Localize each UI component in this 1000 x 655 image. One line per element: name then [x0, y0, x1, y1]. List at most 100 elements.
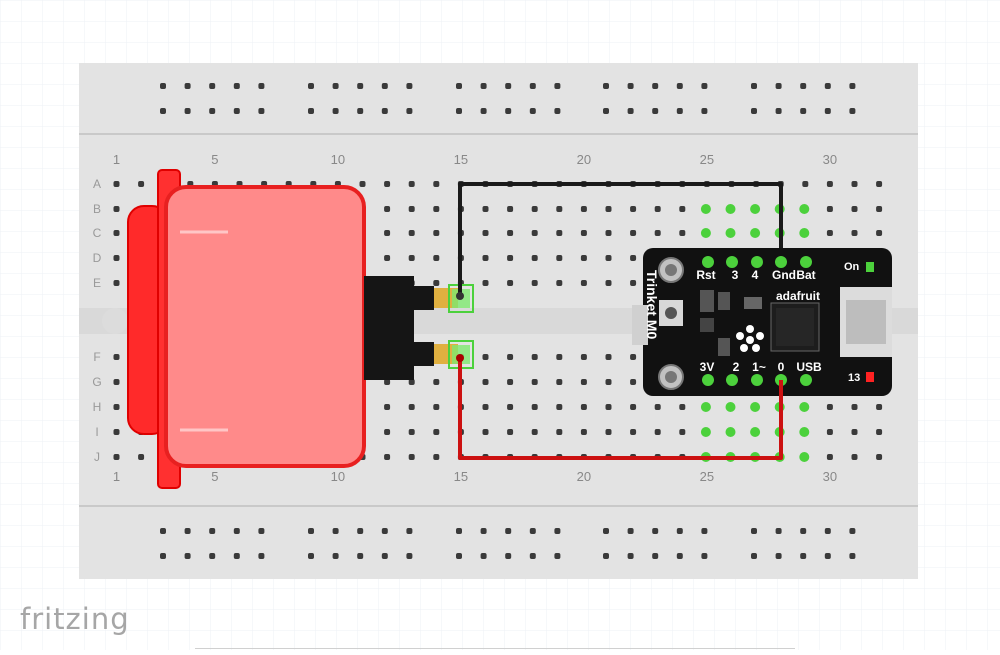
rail-hole [332, 528, 339, 534]
ground-wire[interactable] [456, 182, 783, 300]
rail-hole [751, 528, 757, 534]
rail-hole [308, 553, 314, 559]
row-letter: D [93, 251, 102, 265]
fritzing-logo: fritzing [20, 602, 130, 636]
hole [507, 280, 514, 286]
rail-hole [751, 553, 757, 559]
rail-hole [529, 83, 536, 89]
hole [679, 404, 686, 410]
rail-hole [627, 108, 634, 114]
hole [507, 354, 514, 360]
column-number: 10 [331, 469, 345, 484]
hole [851, 454, 858, 460]
smd-component [700, 318, 714, 332]
row-letter: B [93, 202, 101, 216]
pin-top [751, 256, 763, 268]
rail-hole [505, 83, 512, 89]
hole [630, 280, 637, 286]
hole [876, 230, 883, 236]
hole [580, 206, 587, 212]
hole [876, 404, 883, 410]
column-number: 25 [700, 469, 714, 484]
trinket-pcb [643, 248, 892, 396]
hole [433, 280, 440, 286]
connected-hole [750, 204, 761, 214]
rail-hole [554, 83, 561, 89]
rail-hole [456, 528, 462, 534]
hole [556, 255, 563, 261]
led-13-label: 13 [848, 372, 860, 384]
hole [507, 404, 514, 410]
hole [359, 181, 366, 187]
pin-label: 0 [778, 360, 785, 374]
hole [482, 255, 489, 261]
hole [113, 454, 120, 460]
hole [630, 404, 637, 410]
signal-wire[interactable] [456, 354, 783, 460]
column-number: 5 [211, 469, 218, 484]
hole [605, 255, 612, 261]
hole [580, 255, 587, 261]
hole [654, 404, 661, 410]
hole [384, 404, 391, 410]
smd-component [744, 297, 762, 309]
rail-hole [357, 528, 364, 534]
connected-hole [725, 427, 736, 437]
hole [531, 429, 538, 435]
hole [630, 354, 637, 360]
hole [826, 206, 833, 212]
rail-hole [480, 83, 487, 89]
rail-hole [233, 553, 240, 559]
hole [482, 280, 489, 286]
pin-label: 3 [732, 268, 739, 282]
rail-hole [824, 83, 831, 89]
hole [408, 429, 415, 435]
column-number: 15 [454, 152, 468, 167]
connected-hole [799, 402, 810, 412]
rail-hole [480, 108, 487, 114]
rail-hole [800, 108, 807, 114]
hole [482, 230, 489, 236]
rail-hole [800, 528, 807, 534]
rail-hole [676, 108, 683, 114]
rail-hole [258, 108, 265, 114]
hole [876, 454, 883, 460]
hole [113, 255, 120, 261]
hole [384, 454, 391, 460]
rail-hole [456, 553, 462, 559]
rail-hole [406, 108, 413, 114]
rail-hole [160, 528, 166, 534]
hole [851, 429, 858, 435]
pcb-edge [632, 305, 648, 345]
rail-hole [627, 83, 634, 89]
hole [507, 206, 514, 212]
rail-hole [209, 528, 216, 534]
hole [482, 354, 489, 360]
arcade-button[interactable] [127, 169, 474, 489]
smd-component [700, 290, 714, 312]
rail-hole [775, 553, 782, 559]
connected-hole [700, 427, 711, 437]
pin-top [726, 256, 738, 268]
hole [433, 454, 440, 460]
rail-hole [676, 528, 683, 534]
hole [605, 280, 612, 286]
hole [408, 230, 415, 236]
rail-hole [775, 528, 782, 534]
hole [384, 206, 391, 212]
hole [556, 354, 563, 360]
rail-hole [456, 83, 462, 89]
pin-bottom [702, 374, 714, 386]
hole [654, 206, 661, 212]
hole [384, 379, 391, 385]
rail-hole [332, 553, 339, 559]
hole [531, 206, 538, 212]
wire-end [456, 354, 464, 362]
hole [113, 181, 120, 187]
pin-top [775, 256, 787, 268]
rail-hole [308, 108, 314, 114]
rail-hole [381, 83, 388, 89]
